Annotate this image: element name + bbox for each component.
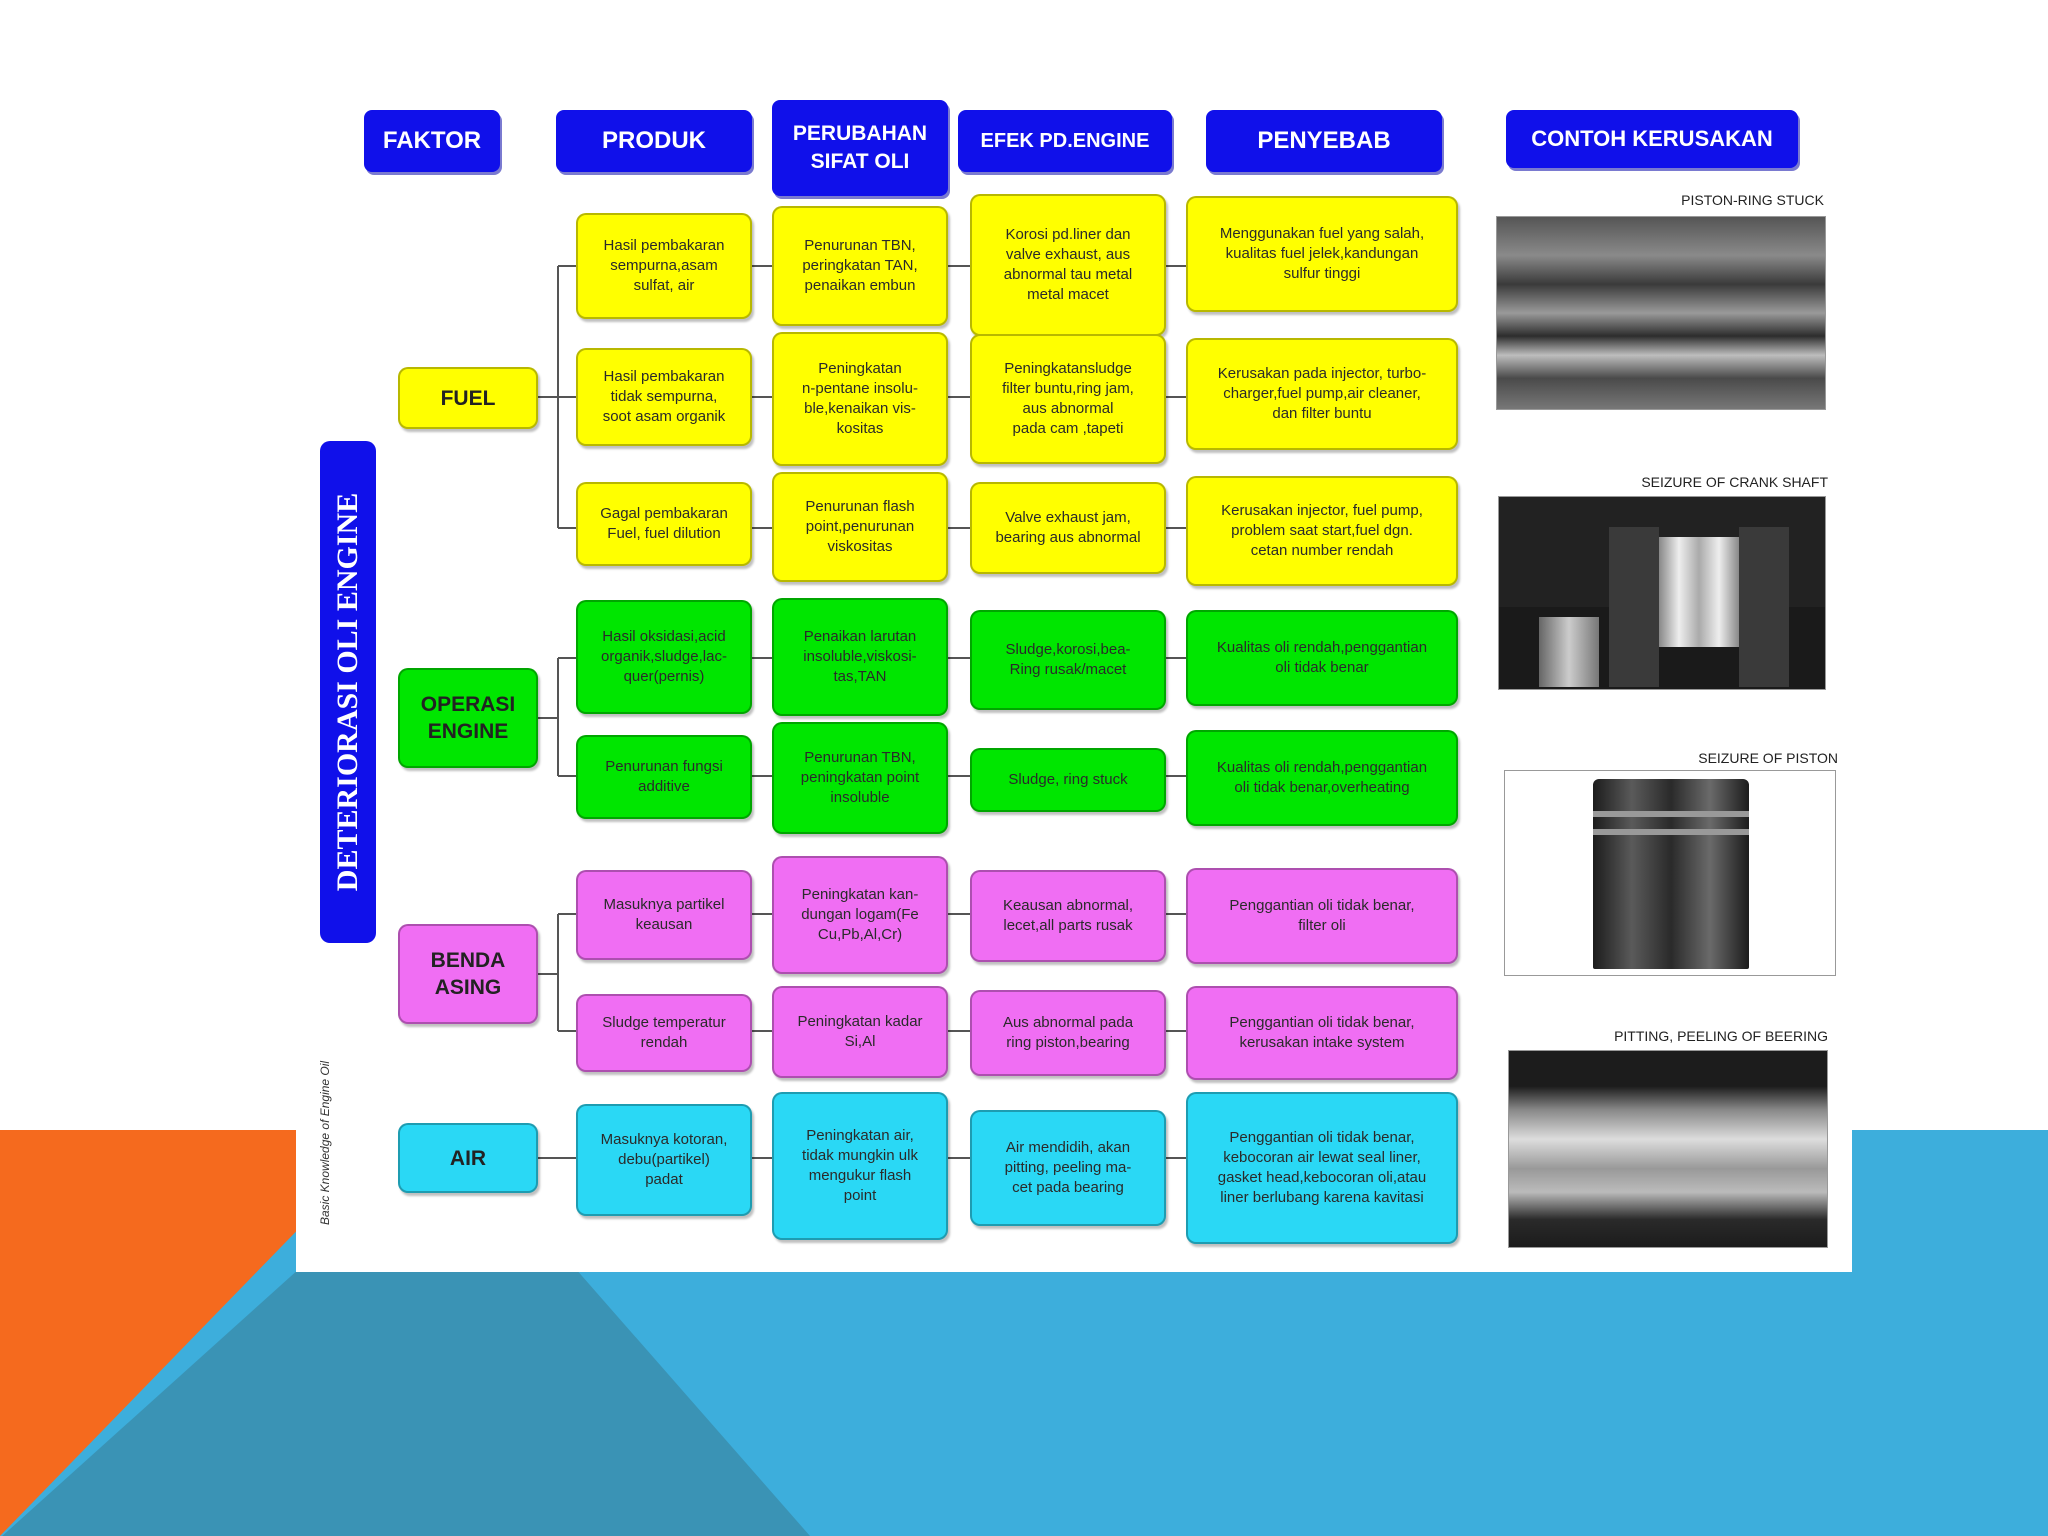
operasi-row1-produk: Hasil oksidasi,acid organik,sludge,lac- …: [576, 600, 752, 714]
benda-row1-penyebab: Penggantian oli tidak benar, filter oli: [1186, 868, 1458, 964]
benda-row1-perubahan: Peningkatan kan- dungan logam(Fe Cu,Pb,A…: [772, 856, 948, 974]
caption-pitting-peeling-bearing: PITTING, PEELING OF BEERING: [1614, 1028, 1828, 1044]
factor-benda-asing: BENDA ASING: [398, 924, 538, 1024]
air-row1-efek: Air mendidih, akan pitting, peeling ma- …: [970, 1110, 1166, 1226]
air-row1-produk: Masuknya kotoran, debu(partikel) padat: [576, 1104, 752, 1216]
operasi-row1-efek: Sludge,korosi,bea- Ring rusak/macet: [970, 610, 1166, 710]
caption-seizure-crank-shaft: SEIZURE OF CRANK SHAFT: [1641, 474, 1828, 490]
fuel-row1-perubahan: Penurunan TBN, peringkatan TAN, penaikan…: [772, 206, 948, 326]
fuel-row3-produk: Gagal pembakaran Fuel, fuel dilution: [576, 482, 752, 566]
fuel-row1-penyebab: Menggunakan fuel yang salah, kualitas fu…: [1186, 196, 1458, 312]
caption-piston-ring-stuck: PISTON-RING STUCK: [1681, 192, 1824, 208]
header-contoh-kerusakan: CONTOH KERUSAKAN: [1506, 110, 1798, 168]
fuel-row3-perubahan: Penurunan flash point,penurunan viskosit…: [772, 472, 948, 582]
operasi-row2-perubahan: Penurunan TBN, peningkatan point insolub…: [772, 722, 948, 834]
piston-photo: [1504, 770, 1836, 976]
header-faktor: FAKTOR: [364, 110, 500, 172]
operasi-row1-perubahan: Penaikan larutan insoluble,viskosi- tas,…: [772, 598, 948, 716]
fuel-row1-efek: Korosi pd.liner dan valve exhaust, aus a…: [970, 194, 1166, 336]
benda-row2-perubahan: Peningkatan kadar Si,Al: [772, 986, 948, 1078]
benda-row2-efek: Aus abnormal pada ring piston,bearing: [970, 990, 1166, 1076]
footnote: Basic Knowledge of Engine Oil: [318, 1060, 332, 1225]
factor-operasi-engine: OPERASI ENGINE: [398, 668, 538, 768]
header-perubahan-sifat-oli: PERUBAHAN SIFAT OLI: [772, 100, 948, 196]
side-title: DETERIORASI OLI ENGINE: [320, 441, 376, 943]
fuel-row3-efek: Valve exhaust jam, bearing aus abnormal: [970, 482, 1166, 574]
fuel-row2-penyebab: Kerusakan pada injector, turbo- charger,…: [1186, 338, 1458, 450]
bearing-photo: [1508, 1050, 1828, 1248]
caption-seizure-piston: SEIZURE OF PISTON: [1698, 750, 1838, 766]
benda-row2-penyebab: Penggantian oli tidak benar, kerusakan i…: [1186, 986, 1458, 1080]
fuel-row1-produk: Hasil pembakaran sempurna,asam sulfat, a…: [576, 213, 752, 319]
header-produk: PRODUK: [556, 110, 752, 172]
diagram-slide: FAKTOR PRODUK PERUBAHAN SIFAT OLI EFEK P…: [296, 80, 1852, 1272]
fuel-row2-perubahan: Peningkatan n-pentane insolu- ble,kenaik…: [772, 332, 948, 466]
benda-row2-produk: Sludge temperatur rendah: [576, 994, 752, 1072]
operasi-row2-produk: Penurunan fungsi additive: [576, 735, 752, 819]
piston-ring-photo: [1496, 216, 1826, 410]
operasi-row2-efek: Sludge, ring stuck: [970, 748, 1166, 812]
header-penyebab: PENYEBAB: [1206, 110, 1442, 172]
crank-shaft-photo: [1498, 496, 1826, 690]
benda-row1-efek: Keausan abnormal, lecet,all parts rusak: [970, 870, 1166, 962]
connector-lines: [538, 265, 1186, 1159]
fuel-row2-efek: Peningkatansludge filter buntu,ring jam,…: [970, 334, 1166, 464]
side-title-text: DETERIORASI OLI ENGINE: [331, 492, 364, 892]
operasi-row2-penyebab: Kualitas oli rendah,penggantian oli tida…: [1186, 730, 1458, 826]
air-row1-penyebab: Penggantian oli tidak benar, kebocoran a…: [1186, 1092, 1458, 1244]
operasi-row1-penyebab: Kualitas oli rendah,penggantian oli tida…: [1186, 610, 1458, 706]
benda-row1-produk: Masuknya partikel keausan: [576, 870, 752, 960]
factor-air: AIR: [398, 1123, 538, 1193]
air-row1-perubahan: Peningkatan air, tidak mungkin ulk mengu…: [772, 1092, 948, 1240]
header-efek-pd-engine: EFEK PD.ENGINE: [958, 110, 1172, 172]
factor-fuel: FUEL: [398, 367, 538, 429]
fuel-row3-penyebab: Kerusakan injector, fuel pump, problem s…: [1186, 476, 1458, 586]
fuel-row2-produk: Hasil pembakaran tidak sempurna, soot as…: [576, 348, 752, 446]
